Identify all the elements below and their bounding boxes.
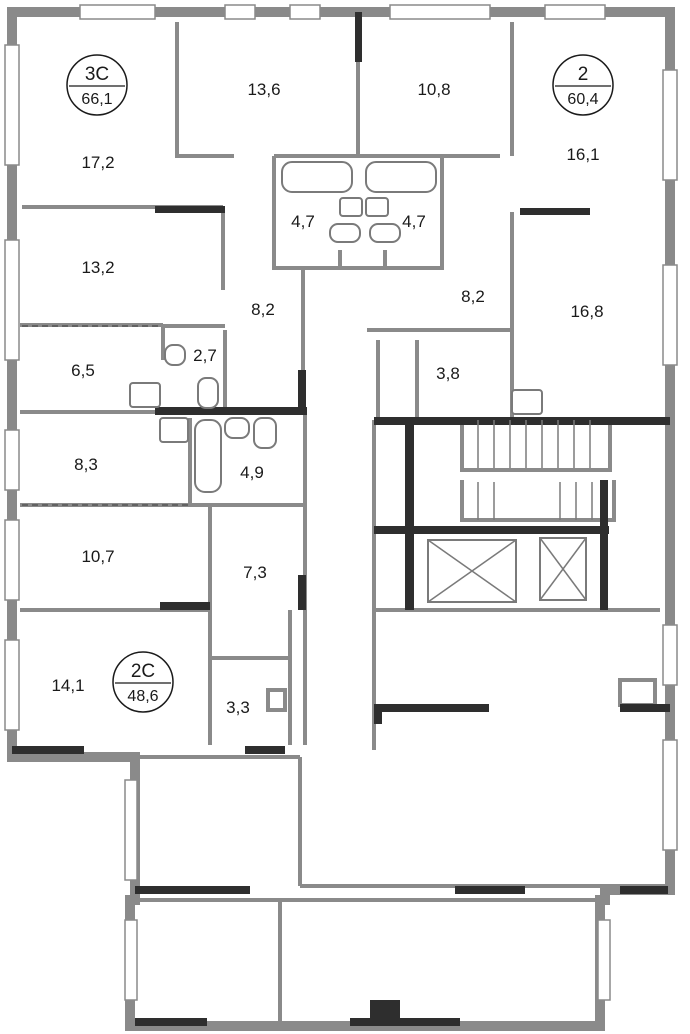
room-area-label: 4,7 [402,212,426,231]
room-area-label: 8,2 [461,287,485,306]
room-area-label: 8,3 [74,455,98,474]
apartment-type: 2С [131,661,155,682]
elevator-crosses [427,537,587,603]
room-area-label: 13,2 [81,258,114,277]
room-dividers-dashed [22,325,190,506]
windows [4,4,678,1001]
room-area-label: 10,7 [81,547,114,566]
room-area-label: 16,8 [570,302,603,321]
apartment-type: 3С [85,64,109,85]
apartment-total-area: 60,4 [567,91,598,108]
room-area-label: 6,5 [71,361,95,380]
room-area-label: 16,1 [566,145,599,164]
room-area-label: 3,8 [436,364,460,383]
room-area-label: 2,7 [193,346,217,365]
apartment-total-area: 66,1 [81,91,112,108]
room-area-label: 17,2 [81,153,114,172]
apartment-type: 2 [578,64,589,85]
room-area-label: 8,2 [251,300,275,319]
stair-treads [477,420,593,520]
fixtures [129,161,587,603]
room-area-label: 7,3 [243,563,267,582]
room-area-label: 4,9 [240,463,264,482]
room-area-label: 4,7 [291,212,315,231]
apartment-badge-2s: 2С 48,6 [112,651,174,713]
room-area-label: 10,8 [417,80,450,99]
apartment-total-area: 48,6 [127,688,158,705]
room-labels: 17,2 13,6 10,8 16,1 4,7 4,7 13,2 8,2 8,2… [51,80,603,717]
room-area-label: 3,3 [226,698,250,717]
apartment-badges: 3С 66,1 2 60,4 2С 48,6 [66,54,614,713]
room-area-label: 14,1 [51,676,84,695]
room-area-label: 13,6 [247,80,280,99]
thick-walls [12,12,670,1026]
apartment-badge-2: 2 60,4 [552,54,614,116]
apartment-badge-3s: 3С 66,1 [66,54,128,116]
